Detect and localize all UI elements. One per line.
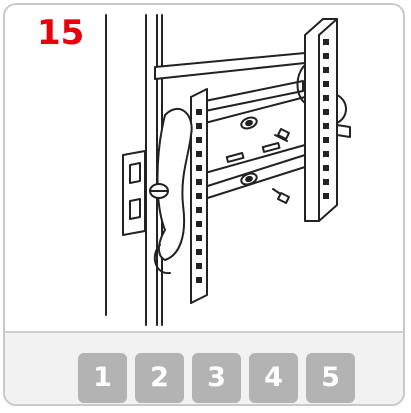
page-button-2[interactable]: 2 — [135, 353, 184, 403]
instruction-card: 15 1 2 3 4 5 — [3, 3, 405, 406]
page-button-4[interactable]: 4 — [249, 353, 298, 403]
page-button-1[interactable]: 1 — [78, 353, 127, 403]
divider — [5, 331, 403, 333]
wall-mount-illustration — [105, 14, 351, 326]
step-number: 15 — [37, 13, 85, 53]
page-button-5[interactable]: 5 — [306, 353, 355, 403]
page-button-3[interactable]: 3 — [192, 353, 241, 403]
step-pagination: 1 2 3 4 5 — [5, 333, 403, 404]
